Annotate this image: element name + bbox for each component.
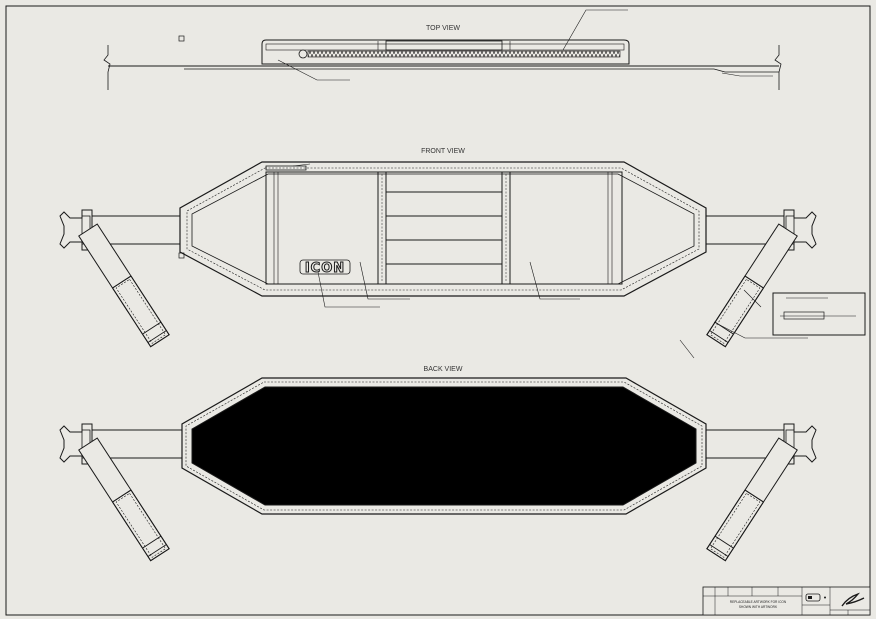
break-line-left (103, 45, 111, 90)
title-block: REPLACEABLE ARTWORK FOR ICON SHOWN WITH … (702, 586, 871, 616)
brand-logo: ICON (305, 261, 345, 276)
datum-box (178, 252, 185, 259)
detail-inset (772, 292, 866, 336)
logo-outline (299, 259, 351, 275)
title-block-description-2: SHOWN WITH ARTWORK (739, 605, 778, 609)
company-logo-icon (805, 593, 826, 602)
front-view-title: FRONT VIEW (421, 148, 465, 155)
back-view-title: BACK VIEW (424, 366, 463, 373)
velcro-strip (307, 50, 621, 58)
strap-left-back (59, 423, 199, 562)
top-view-title: TOP VIEW (426, 25, 460, 32)
center-panel (265, 171, 623, 285)
strap-left (59, 209, 199, 348)
title-block-description-1: REPLACEABLE ARTWORK FOR ICON (730, 600, 787, 604)
sheet-border (5, 5, 871, 616)
back-view: BACK VIEW (59, 366, 817, 562)
top-view: TOP VIEW (103, 9, 782, 90)
front-view: FRONT VIEW (59, 148, 866, 359)
break-line-right (774, 45, 782, 90)
pad-body-outline (179, 161, 707, 297)
signature-mark (841, 592, 865, 607)
datum-box (178, 35, 185, 42)
pad-back-fill (191, 386, 697, 506)
snap-button (298, 49, 308, 59)
